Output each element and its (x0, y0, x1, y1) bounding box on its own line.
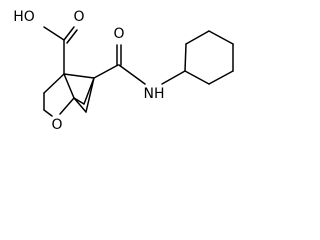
cyclohexane-bond-2 (185, 30, 210, 45)
cyclohexane-bond-5 (208, 70, 234, 85)
oxabicyclo-cage (43, 73, 95, 117)
carboxylic-acid-group (43, 26, 78, 75)
cyclohexane-ring (184, 30, 234, 85)
amide-nitrogen-label: NH (144, 86, 165, 102)
cage-bond-4 (43, 109, 53, 117)
hydroxyl-label: HO (13, 9, 35, 25)
cyclohexane-bond-1 (184, 43, 187, 72)
bond-amide-c-n (118, 64, 146, 85)
bond-ring-amide-c (93, 64, 119, 79)
chemical-structure: HO O O NH O (13, 9, 234, 133)
amide-group (93, 44, 186, 85)
cage-bond-8 (85, 77, 95, 113)
cyclohexane-bond-6 (184, 70, 210, 85)
cage-bond-2 (43, 73, 65, 94)
bond-c-o-double-1 (63, 26, 75, 41)
bond-n-cyclohexyl (161, 70, 186, 85)
bridge-oxygen-label: O (51, 117, 62, 133)
bond-c-oh (43, 26, 65, 41)
bond-c-o-double-2 (66, 29, 78, 44)
carbonyl-oxygen-label: O (73, 9, 84, 25)
cage-bond-7 (73, 97, 87, 113)
cage-bond-1 (63, 73, 95, 79)
cage-bond-5 (59, 97, 75, 115)
cage-bond-9 (83, 77, 95, 105)
cyclohexane-bond-3 (208, 30, 234, 45)
cage-bond-10 (73, 97, 85, 105)
cage-bond-6 (63, 73, 75, 99)
amide-oxygen-label: O (113, 26, 124, 42)
